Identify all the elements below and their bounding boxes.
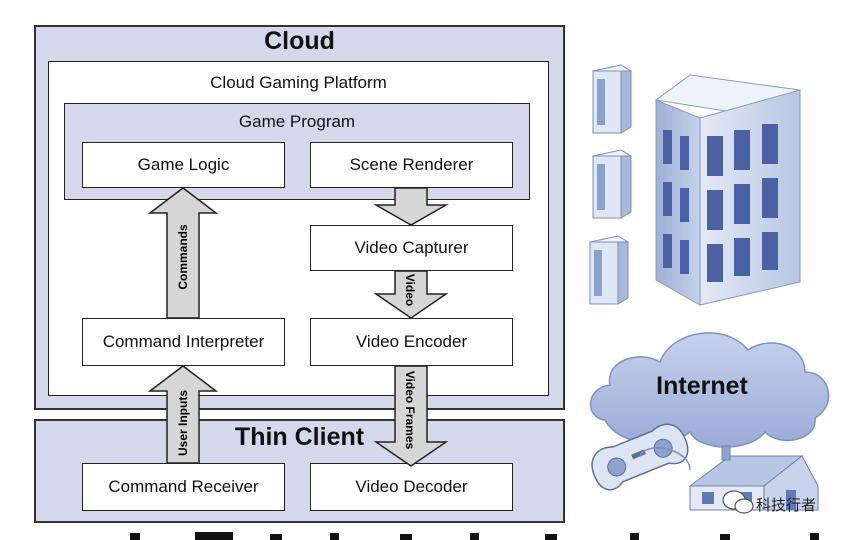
internet-label: Internet [656,372,748,400]
gamepad-cable [639,447,691,471]
scene-renderer-box: Scene Renderer [310,142,513,188]
platform-title: Cloud Gaming Platform [210,73,387,92]
command-receiver-box: Command Receiver [82,463,285,511]
user-inputs-arrow: User Inputs [147,365,219,464]
video-frames-label: Video Frames [403,371,417,450]
cloud-title: Cloud [264,27,335,55]
game-logic-box: Game Logic [82,142,285,188]
gamepad-icon [591,423,689,491]
server-icon [588,64,633,305]
video-label: Video [403,274,417,306]
cropped-caption-fragment [130,532,819,540]
watermark-text: 科技行者 [756,496,816,514]
video-arrow: Video [373,270,449,319]
wechat-icon [722,490,754,514]
user-inputs-label: User Inputs [176,390,190,456]
building-icon [654,74,802,306]
video-encoder-box: Video Encoder [310,318,513,366]
commands-label: Commands [176,224,190,290]
command-interpreter-box: Command Interpreter [82,318,285,366]
game-program-title: Game Program [238,112,356,131]
thin-client-title: Thin Client [234,423,365,451]
video-decoder-box: Video Decoder [310,463,513,511]
render-to-capture-arrow [373,187,449,226]
video-frames-arrow: Video Frames [373,365,449,467]
commands-arrow: Commands [147,187,219,319]
video-capturer-box: Video Capturer [310,225,513,271]
cloud-icon: Internet [589,332,830,448]
